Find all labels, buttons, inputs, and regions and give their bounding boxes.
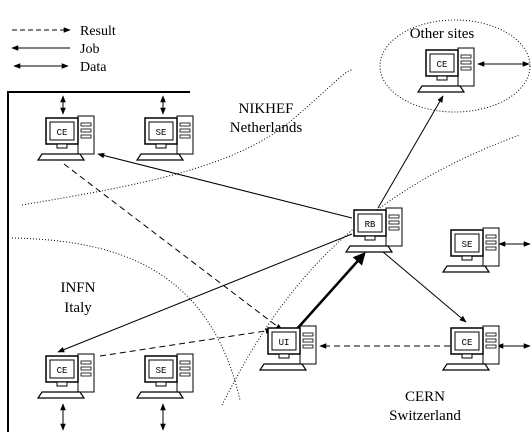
infn-name: INFN bbox=[60, 280, 95, 296]
monitor-screen bbox=[429, 53, 455, 73]
monitor-stand bbox=[461, 353, 473, 359]
keyboard bbox=[344, 245, 394, 253]
node-label: SE bbox=[156, 128, 167, 138]
infn-country: Italy bbox=[64, 300, 92, 316]
legend-result-label: Result bbox=[80, 24, 116, 39]
drive-bay bbox=[460, 60, 472, 65]
keyboard bbox=[416, 85, 466, 93]
drive-bay bbox=[388, 226, 400, 231]
monitor-stand bbox=[56, 143, 68, 149]
monitor-screen bbox=[454, 233, 480, 253]
drive-bay bbox=[302, 332, 314, 337]
monitor-stand bbox=[155, 143, 167, 149]
cern-country: Switzerland bbox=[389, 408, 461, 424]
drive-bay bbox=[179, 372, 191, 377]
keyboard bbox=[36, 391, 86, 399]
monitor-screen bbox=[148, 359, 174, 379]
drive-bay bbox=[388, 214, 400, 219]
monitor-screen bbox=[49, 359, 75, 379]
drive-bay bbox=[388, 220, 400, 225]
region-boundaries bbox=[11, 19, 531, 406]
keyboard bbox=[135, 391, 185, 399]
nikhef-ce-computer: CE bbox=[36, 115, 95, 161]
rb-to-other-ce-job bbox=[377, 95, 444, 209]
rb-to-infn-ce-job bbox=[57, 233, 353, 353]
monitor-screen bbox=[454, 331, 480, 351]
nikhef-ce-to-ui-result bbox=[63, 163, 283, 331]
drive-bay bbox=[80, 360, 92, 365]
nikhef-country: Netherlands bbox=[230, 120, 303, 136]
monitor-screen bbox=[148, 121, 174, 141]
drive-bay bbox=[460, 54, 472, 59]
site-frame bbox=[7, 91, 190, 432]
drive-bay bbox=[179, 128, 191, 133]
drive-bay bbox=[179, 366, 191, 371]
drive-bay bbox=[485, 246, 497, 251]
rb-to-nikhef-ce-job bbox=[97, 152, 353, 219]
monitor-screen bbox=[357, 213, 383, 233]
node-label: SE bbox=[156, 366, 167, 376]
drive-bay bbox=[179, 360, 191, 365]
drive-bay bbox=[80, 366, 92, 371]
keyboard bbox=[258, 363, 308, 371]
drive-bay bbox=[302, 344, 314, 349]
keyboard bbox=[135, 153, 185, 161]
infn-ce-to-ui-result bbox=[99, 328, 273, 357]
infn-boundary bbox=[11, 237, 241, 401]
drive-bay bbox=[485, 338, 497, 343]
rb-computer: RB bbox=[344, 207, 403, 253]
legend-data-label: Data bbox=[80, 60, 107, 75]
nikhef-name: NIKHEF bbox=[239, 101, 294, 117]
cern-se-computer: SE bbox=[441, 227, 500, 273]
drive-bay bbox=[485, 344, 497, 349]
monitor-screen bbox=[271, 331, 297, 351]
drive-bay bbox=[80, 372, 92, 377]
drive-bay bbox=[460, 66, 472, 71]
node-label: RB bbox=[365, 220, 376, 230]
drive-bay bbox=[302, 338, 314, 343]
other-ce-computer: CE bbox=[416, 47, 475, 93]
drive-bay bbox=[179, 134, 191, 139]
drive-bay bbox=[485, 332, 497, 337]
drive-bay bbox=[485, 234, 497, 239]
other-sites-label: Other sites bbox=[410, 26, 475, 42]
monitor-stand bbox=[461, 255, 473, 261]
region-labels: NIKHEF Netherlands INFN Italy CERN Switz… bbox=[60, 26, 474, 424]
ui-to-rb-job bbox=[295, 252, 366, 331]
monitor-stand bbox=[56, 381, 68, 387]
keyboard bbox=[441, 363, 491, 371]
keyboard bbox=[441, 265, 491, 273]
monitor-stand bbox=[364, 235, 376, 241]
legend-job-label: Job bbox=[80, 42, 99, 57]
cern-boundary bbox=[221, 134, 521, 406]
cern-name: CERN bbox=[405, 389, 445, 405]
monitor-stand bbox=[155, 381, 167, 387]
ui-computer: UI bbox=[258, 325, 317, 371]
drive-bay bbox=[80, 128, 92, 133]
drive-bay bbox=[485, 240, 497, 245]
node-label: CE bbox=[462, 338, 473, 348]
computer-nodes: CE SE CE RB SE UI CE CE SE bbox=[36, 47, 500, 399]
rb-to-cern-ce-job bbox=[375, 245, 467, 323]
node-label: CE bbox=[57, 128, 68, 138]
monitor-screen bbox=[49, 121, 75, 141]
infn-ce-computer: CE bbox=[36, 353, 95, 399]
drive-bay bbox=[80, 122, 92, 127]
other-sites-boundary bbox=[379, 19, 531, 113]
drive-bay bbox=[80, 134, 92, 139]
node-label: SE bbox=[462, 240, 473, 250]
node-label: CE bbox=[437, 60, 448, 70]
keyboard bbox=[36, 153, 86, 161]
infn-se-computer: SE bbox=[135, 353, 194, 399]
connections bbox=[57, 61, 531, 431]
monitor-stand bbox=[278, 353, 290, 359]
monitor-stand bbox=[436, 75, 448, 81]
node-label: CE bbox=[57, 366, 68, 376]
node-label: UI bbox=[279, 338, 290, 348]
drive-bay bbox=[179, 122, 191, 127]
legend: Result Job Data bbox=[11, 24, 116, 75]
nikhef-se-computer: SE bbox=[135, 115, 194, 161]
cern-ce-computer: CE bbox=[441, 325, 500, 371]
